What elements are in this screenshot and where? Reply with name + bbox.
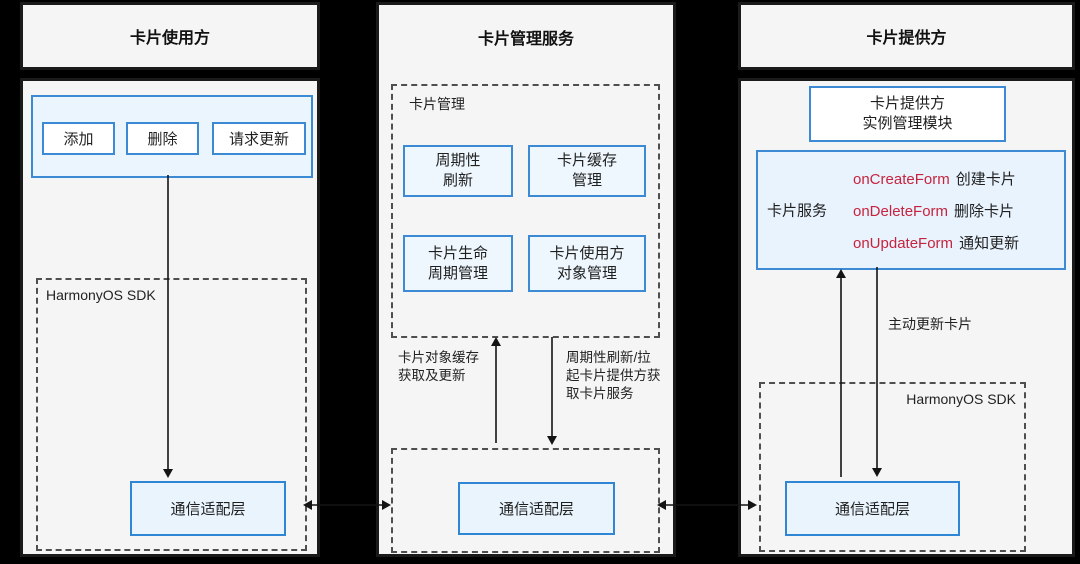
delete-box: 删除 <box>126 122 199 155</box>
manager-adapter-box: 通信适配层 <box>458 482 615 535</box>
provider-sdk-dashed-box: HarmonyOS SDK <box>759 382 1026 552</box>
instance-management-box: 卡片提供方 实例管理模块 <box>809 86 1006 142</box>
card-provider-header: 卡片提供方 <box>738 2 1075 70</box>
card-lifecycle-management-box: 卡片生命 周期管理 <box>403 235 513 292</box>
provider-adapter-box: 通信适配层 <box>785 481 960 536</box>
provider-title: 卡片提供方 <box>866 30 947 47</box>
consumer-adapter-box: 通信适配层 <box>130 481 286 536</box>
add-box: 添加 <box>42 122 115 155</box>
consumer-actions-container: 添加 删除 请求更新 <box>31 95 313 178</box>
provider-sdk-label: HarmonyOS SDK <box>906 391 1016 407</box>
periodic-refresh-box: 周期性 刷新 <box>403 145 513 197</box>
cache-fetch-label: 卡片对象缓存 获取及更新 <box>398 350 479 383</box>
card-cache-management-box: 卡片缓存 管理 <box>528 145 646 197</box>
request-update-box: 请求更新 <box>212 122 306 155</box>
card-consumer-panel: 添加 删除 请求更新 HarmonyOS SDK 通信适配层 <box>20 78 320 557</box>
card-management-dashed-box: 卡片管理 周期性 刷新 卡片缓存 管理 卡片生命 周期管理 卡片使用方 对象管理 <box>391 84 660 338</box>
card-service-label: 卡片服务 <box>767 202 828 220</box>
consumer-title: 卡片使用方 <box>129 30 210 47</box>
active-update-label: 主动更新卡片 <box>888 316 972 332</box>
card-consumer-header: 卡片使用方 <box>20 2 320 70</box>
consumer-sdk-label: HarmonyOS SDK <box>46 287 156 303</box>
card-manager-panel: 卡片管理服务 卡片管理 周期性 刷新 卡片缓存 管理 卡片生命 周期管理 卡片使… <box>376 2 676 557</box>
periodic-pull-label: 周期性刷新/拉 起卡片提供方获 取卡片服务 <box>566 350 661 401</box>
consumer-sdk-dashed-box: HarmonyOS SDK <box>36 278 307 551</box>
manager-title: 卡片管理服务 <box>477 31 574 48</box>
card-consumer-object-management-box: 卡片使用方 对象管理 <box>528 235 646 292</box>
card-management-label: 卡片管理 <box>409 96 465 112</box>
